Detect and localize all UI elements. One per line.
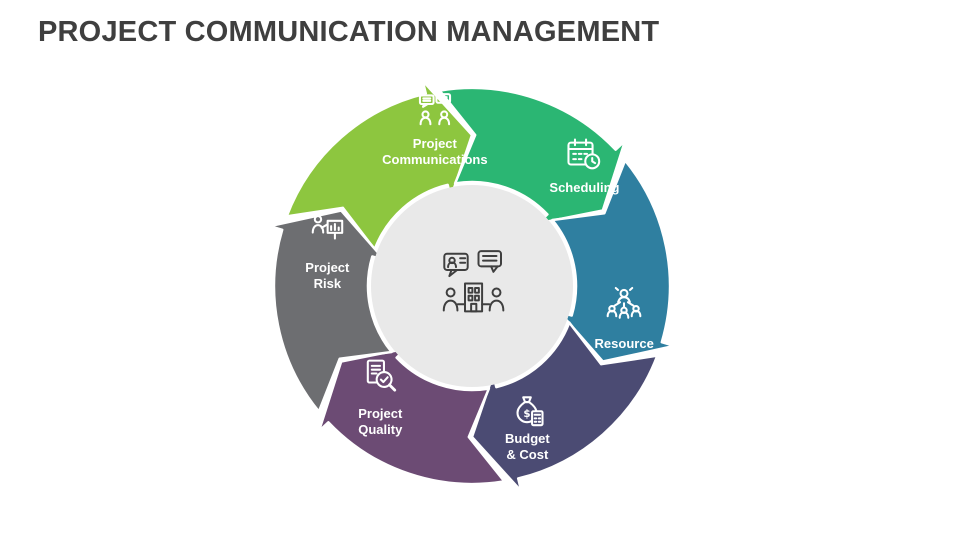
cycle-ring	[268, 79, 676, 493]
slide-title: PROJECT COMMUNICATION MANAGEMENT	[38, 16, 660, 48]
segment-arrow-scheduling	[438, 86, 627, 225]
segment-arrow-budget-cost	[470, 321, 659, 493]
communication-org-icon	[442, 250, 505, 313]
segment-arrow-project-risk	[268, 209, 393, 413]
center-circle	[371, 185, 573, 387]
segment-arrow-resource	[551, 159, 676, 363]
segment-arrow-project-quality	[317, 347, 506, 486]
